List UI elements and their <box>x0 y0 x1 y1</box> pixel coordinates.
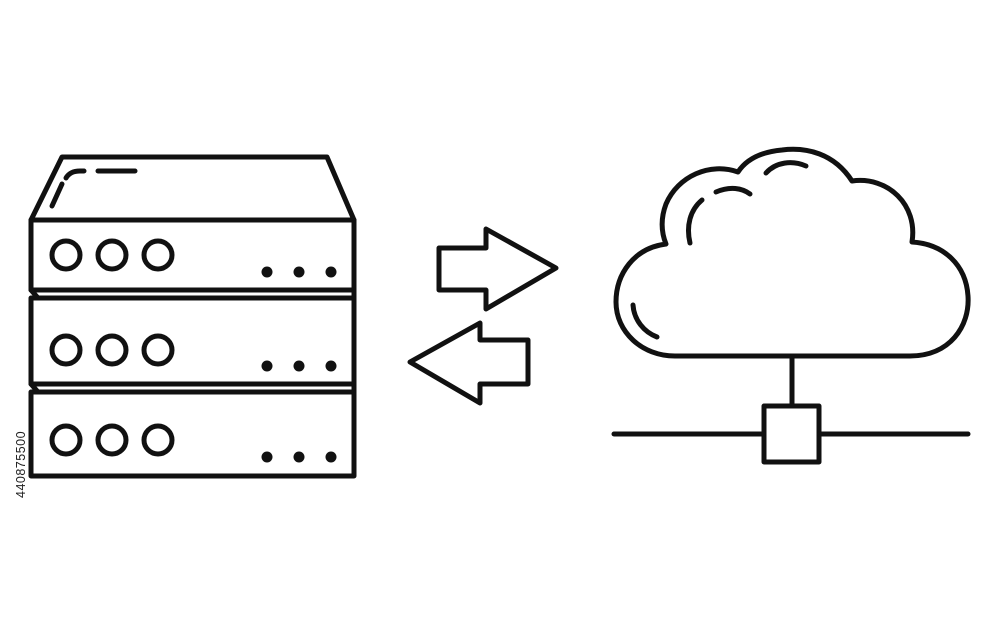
arrow-right-icon <box>436 226 559 312</box>
server-led-dots <box>261 266 337 463</box>
arrow-left-icon <box>407 320 531 406</box>
cloud-highlight-4 <box>630 302 660 340</box>
server-lid-highlight <box>49 168 87 209</box>
server-lid <box>28 154 357 223</box>
cloud-highlight-1 <box>686 197 705 246</box>
stock-id-label: 440875500 <box>14 430 28 498</box>
cloud-highlight-2 <box>713 185 753 197</box>
cloud-highlight-3 <box>763 160 809 176</box>
server-unit-3 <box>28 381 357 479</box>
server-unit-1 <box>28 217 357 293</box>
server-unit-2 <box>28 287 357 387</box>
cloud-network-icon <box>611 146 971 465</box>
server-rack-icon <box>28 154 357 479</box>
cloud-shape <box>613 146 971 359</box>
network-node <box>761 403 822 465</box>
